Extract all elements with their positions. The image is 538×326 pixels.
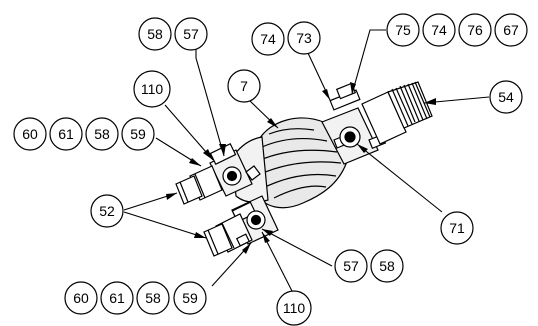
svg-text:74: 74 bbox=[260, 31, 276, 47]
arrowhead-7 bbox=[267, 118, 278, 128]
leader-57-bot bbox=[261, 228, 333, 267]
svg-text:71: 71 bbox=[449, 220, 465, 236]
arrowhead-54 bbox=[424, 98, 436, 105]
callout-110-top: 110 bbox=[133, 70, 171, 108]
svg-text:58: 58 bbox=[147, 26, 163, 42]
callout-58-bot2: 58 bbox=[136, 281, 170, 315]
svg-text:58: 58 bbox=[379, 258, 395, 274]
arrowhead-57-top bbox=[219, 144, 226, 156]
arrowhead-71 bbox=[357, 144, 368, 153]
valve-assembly-drawing bbox=[175, 81, 433, 257]
callout-61-bot: 61 bbox=[100, 281, 134, 315]
svg-text:60: 60 bbox=[22, 126, 38, 142]
svg-text:67: 67 bbox=[503, 22, 519, 38]
leader-71 bbox=[356, 143, 443, 213]
callout-61-top: 61 bbox=[49, 117, 83, 151]
callout-58-mid: 58 bbox=[85, 117, 119, 151]
svg-text:58: 58 bbox=[94, 126, 110, 142]
callout-54: 54 bbox=[489, 80, 523, 114]
svg-text:59: 59 bbox=[182, 290, 198, 306]
svg-text:75: 75 bbox=[395, 22, 411, 38]
upper-left-branch bbox=[175, 142, 261, 205]
leader-110-bot bbox=[261, 231, 294, 294]
callouts: 58 57 110 7 74 73 75 74 bbox=[13, 13, 528, 326]
callout-60-top: 60 bbox=[13, 117, 47, 151]
arrowhead-52-upper bbox=[166, 193, 177, 200]
svg-text:54: 54 bbox=[498, 89, 514, 105]
adjustment-knob-71 bbox=[339, 126, 361, 148]
arrowhead-75 bbox=[350, 82, 356, 94]
svg-text:57: 57 bbox=[183, 26, 199, 42]
lower-left-branch bbox=[203, 195, 279, 257]
callout-57-bot: 57 bbox=[334, 249, 368, 283]
leader-lines bbox=[123, 29, 490, 294]
svg-text:57: 57 bbox=[343, 258, 359, 274]
callout-74-a: 74 bbox=[251, 22, 285, 56]
svg-text:60: 60 bbox=[73, 290, 89, 306]
svg-text:74: 74 bbox=[431, 22, 447, 38]
arrowhead-110-bot bbox=[262, 232, 270, 243]
svg-text:58: 58 bbox=[145, 290, 161, 306]
arrowhead-52-lower bbox=[194, 232, 206, 238]
callout-52: 52 bbox=[90, 194, 124, 228]
callout-76: 76 bbox=[458, 13, 492, 47]
svg-text:110: 110 bbox=[283, 300, 306, 316]
callout-58-bot: 58 bbox=[370, 249, 404, 283]
callout-59-bot: 59 bbox=[173, 281, 207, 315]
callout-59-top: 59 bbox=[121, 117, 155, 151]
callout-71: 71 bbox=[440, 211, 474, 245]
callout-60-bot: 60 bbox=[64, 281, 98, 315]
svg-text:110: 110 bbox=[141, 81, 164, 97]
svg-text:73: 73 bbox=[296, 30, 312, 46]
lower-knob-110 bbox=[246, 210, 266, 230]
callout-67: 67 bbox=[494, 13, 528, 47]
arrowhead-73 bbox=[322, 89, 330, 100]
callout-74-b: 74 bbox=[422, 13, 456, 47]
leader-57-top bbox=[195, 48, 225, 157]
upper-knob-110 bbox=[222, 166, 242, 186]
svg-text:59: 59 bbox=[130, 126, 146, 142]
leader-52-lower bbox=[123, 211, 207, 239]
arrowhead-59-bot bbox=[242, 243, 251, 254]
arrowhead-57-bot bbox=[262, 229, 273, 236]
svg-text:7: 7 bbox=[240, 78, 248, 94]
arrowhead-110-top bbox=[203, 149, 213, 160]
callout-57-top: 57 bbox=[174, 17, 208, 51]
svg-text:76: 76 bbox=[467, 22, 483, 38]
callout-7: 7 bbox=[227, 69, 261, 103]
leader-75 bbox=[351, 29, 386, 95]
svg-text:61: 61 bbox=[58, 126, 74, 142]
leader-110-top bbox=[164, 104, 214, 161]
callout-75: 75 bbox=[386, 13, 420, 47]
svg-text:61: 61 bbox=[109, 290, 125, 306]
callout-110-bot: 110 bbox=[276, 290, 312, 326]
arrowhead-59-top bbox=[189, 158, 201, 166]
callout-73: 73 bbox=[287, 21, 321, 55]
callout-58-top: 58 bbox=[138, 17, 172, 51]
svg-text:52: 52 bbox=[99, 203, 115, 219]
threaded-outlet bbox=[361, 81, 433, 145]
